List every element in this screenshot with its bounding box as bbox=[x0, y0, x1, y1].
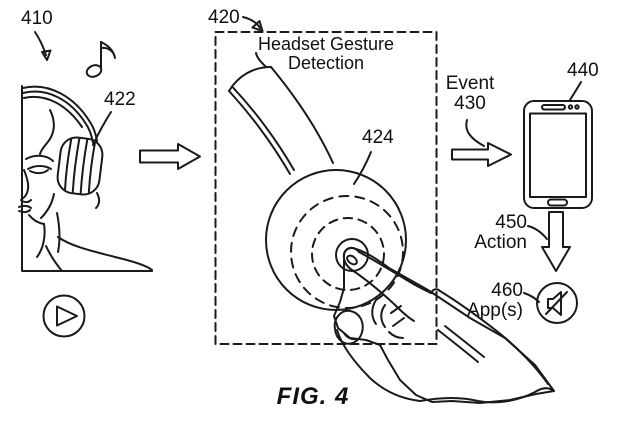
leader-lines bbox=[34, 16, 582, 303]
music-note-icon bbox=[85, 41, 116, 78]
smartphone-figure bbox=[523, 100, 593, 209]
action-word: Action bbox=[474, 232, 527, 253]
detection-box bbox=[214, 31, 438, 345]
headset-closeup bbox=[228, 52, 407, 311]
action-label: 450 Action bbox=[455, 213, 527, 253]
touch-rings bbox=[290, 195, 404, 309]
action-arrow-icon bbox=[541, 211, 571, 272]
event-label: Event 430 bbox=[437, 74, 503, 114]
muted-speaker-icon bbox=[536, 282, 578, 324]
pointing-hand-figure bbox=[333, 246, 555, 404]
flow-arrow-right-icon bbox=[139, 143, 201, 170]
apps-word: App(s) bbox=[467, 300, 523, 321]
detection-box-title-line1: Headset Gesture bbox=[257, 34, 395, 54]
event-word: Event bbox=[445, 73, 495, 94]
detection-box-title: Headset Gesture Detection bbox=[215, 35, 437, 73]
play-circle-icon bbox=[42, 294, 86, 338]
ref-430-label: 430 bbox=[454, 93, 486, 114]
detection-box-title-line2: Detection bbox=[287, 53, 365, 73]
ref-450-label: 450 bbox=[495, 212, 527, 233]
ref-460-label: 460 bbox=[491, 280, 523, 301]
apps-label: 460 App(s) bbox=[448, 281, 523, 321]
listener-figure bbox=[18, 85, 153, 272]
ref-424-label: 424 bbox=[362, 127, 394, 148]
event-arrow-icon bbox=[451, 142, 512, 167]
ref-410-label: 410 bbox=[21, 8, 53, 29]
ref-422-label: 422 bbox=[104, 89, 136, 110]
figure-caption: FIG. 4 bbox=[276, 383, 350, 410]
worn-headphones bbox=[22, 85, 104, 209]
ref-420-label: 420 bbox=[208, 7, 240, 28]
ref-440-label: 440 bbox=[567, 60, 599, 81]
